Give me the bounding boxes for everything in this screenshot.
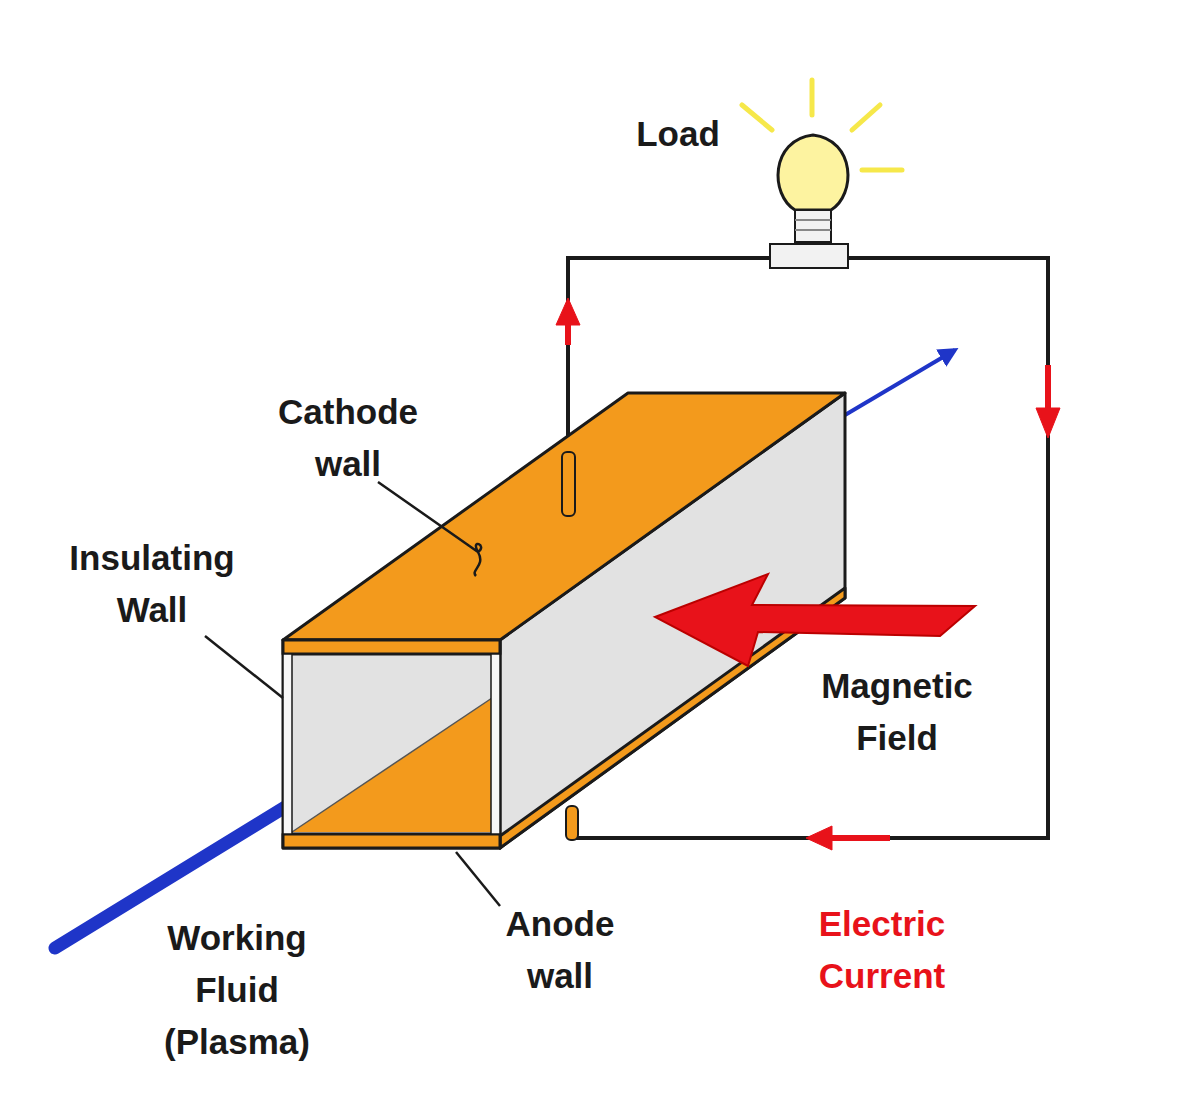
part-label: Cathode wall [258,386,438,490]
load-label: Load [578,108,778,160]
current-label: Electric Current [787,898,977,1002]
flow-arrow [845,350,955,415]
magnetic-field-arrow [655,574,975,666]
electrode-terminal [562,452,578,840]
fluid-label: Working Fluid (Plasma) [137,912,337,1068]
leader-line [205,482,500,906]
lamp-load [742,80,902,268]
field-label: Magnetic Field [792,660,1002,764]
part-label: Insulating Wall [47,532,257,636]
part-label: Anode wall [485,898,635,1002]
